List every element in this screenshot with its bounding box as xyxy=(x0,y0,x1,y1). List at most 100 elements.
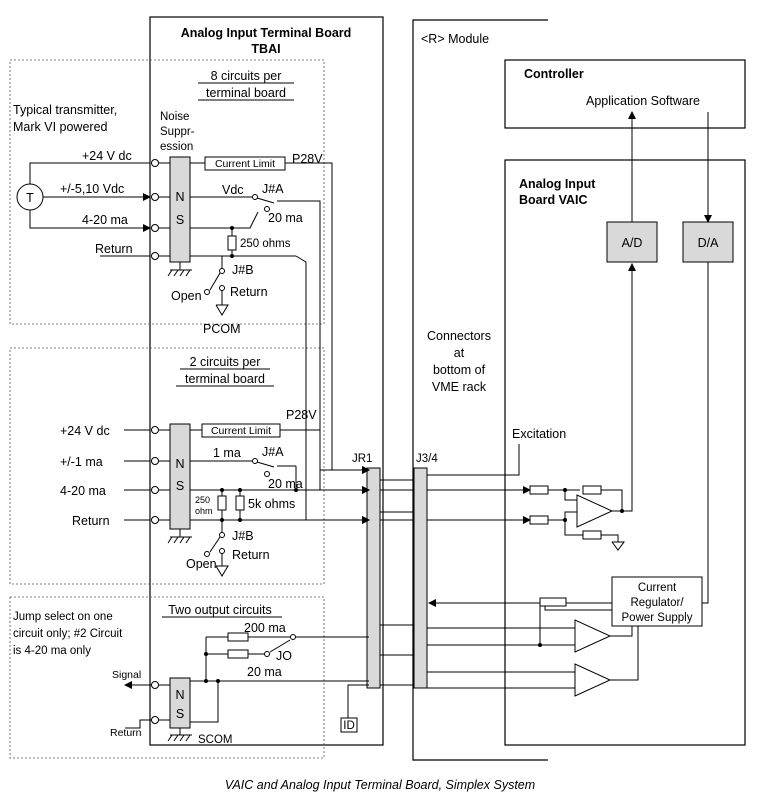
controller-title: Controller xyxy=(524,67,584,81)
s3-return: Return xyxy=(110,727,142,739)
s2-20ma: 20 ma xyxy=(268,477,303,491)
vaic-output-amplifier-2 xyxy=(574,663,612,697)
current-regulator-box xyxy=(611,576,703,627)
section3-note-2: circuit only; #2 Circuit xyxy=(13,628,123,640)
s1-terminal-3 xyxy=(151,224,159,232)
s1-terminal-2 xyxy=(151,193,159,201)
s2-5k-label: 5k ohms xyxy=(248,497,295,511)
s1-ns-s: S xyxy=(176,213,184,227)
id-chip xyxy=(340,717,358,733)
ad-label: A/D xyxy=(622,236,643,250)
s3-resistor-20ma xyxy=(227,649,249,659)
transmitter-t: T xyxy=(26,191,34,205)
module-label: <R> Module xyxy=(421,32,489,46)
id-label: ID xyxy=(343,720,355,732)
s1-vdc-label: Vdc xyxy=(222,183,244,197)
vaic-output-resistor xyxy=(539,597,567,607)
s1-pcom: PCOM xyxy=(203,322,241,336)
controller-box xyxy=(504,59,746,129)
jr1-connector xyxy=(366,467,381,689)
s1-terminal-4 xyxy=(151,252,159,260)
s1-resistor-250 xyxy=(227,235,237,251)
vaic-title: Analog Input xyxy=(519,177,596,191)
section3-box xyxy=(9,596,325,759)
vaic-input-resistor-1 xyxy=(529,485,549,495)
s2-250-label: 250 xyxy=(195,495,210,505)
s1-jumper-b: J#B xyxy=(232,263,254,277)
s1-input-return: Return xyxy=(95,242,133,256)
s1-jumper-a: J#A xyxy=(262,182,284,196)
transmitter-label-2: Mark VI powered xyxy=(13,120,108,134)
s2-resistor-250 xyxy=(217,495,227,511)
s3-200ma: 200 ma xyxy=(244,621,286,635)
s3-ns-s: S xyxy=(176,707,184,721)
transmitter-label-1: Typical transmitter, xyxy=(13,103,117,117)
section2-heading-2: terminal board xyxy=(185,372,265,386)
section1-heading-2: terminal board xyxy=(206,86,286,100)
noise-label-1: Noise xyxy=(160,111,189,123)
s1-20ma: 20 ma xyxy=(268,211,303,225)
s1-current-limit-label: Current Limit xyxy=(215,158,275,170)
noise-label-3: ession xyxy=(160,141,193,153)
s1-return-pos: Return xyxy=(230,285,268,299)
excitation-label: Excitation xyxy=(512,427,566,441)
figure-caption: VAIC and Analog Input Terminal Board, Si… xyxy=(225,778,535,792)
tbai-subtitle: TBAI xyxy=(251,42,280,56)
vaic-board-box xyxy=(504,159,746,746)
s2-noise-suppression-block xyxy=(169,423,191,530)
vaic-input-amplifier xyxy=(576,494,614,528)
s3-jo: JO xyxy=(276,649,292,663)
s3-scom: SCOM xyxy=(198,734,233,746)
section3-heading: Two output circuits xyxy=(168,603,272,617)
s1-input-24v: +24 V dc xyxy=(82,149,132,163)
section2-box xyxy=(9,347,325,585)
section3-note-3: is 4-20 ma only xyxy=(13,645,91,657)
s2-resistor-5k xyxy=(235,495,245,511)
s1-input-vdc: +/-5,10 Vdc xyxy=(60,182,124,196)
j34-connector xyxy=(413,467,428,689)
tbai-board-box xyxy=(149,16,384,746)
s2-input-return: Return xyxy=(72,514,110,528)
section1-heading-1: 8 circuits per xyxy=(211,69,282,83)
s2-1ma: 1 ma xyxy=(213,446,241,460)
tbai-title: Analog Input Terminal Board xyxy=(181,26,352,40)
connectors-label-4: VME rack xyxy=(432,380,487,394)
s2-current-limit-label: Current Limit xyxy=(211,425,271,437)
da-converter-box xyxy=(682,221,734,263)
s2-input-420: 4-20 ma xyxy=(60,484,106,498)
module-box xyxy=(412,19,548,761)
s1-noise-suppression-block xyxy=(169,156,191,263)
s3-ns-n: N xyxy=(175,688,184,702)
s2-ohm-label: ohm xyxy=(195,506,213,516)
connectors-label-3: bottom of xyxy=(433,363,486,377)
s2-open: Open xyxy=(186,557,217,571)
j34-label: J3/4 xyxy=(416,453,438,465)
section2-heading-1: 2 circuits per xyxy=(190,355,261,369)
s2-jumper-b: J#B xyxy=(232,529,254,543)
da-label: D/A xyxy=(698,236,720,250)
regulator-label-2: Regulator/ xyxy=(630,597,684,609)
ad-converter-box xyxy=(606,221,658,263)
vaic-output-amplifier-1 xyxy=(574,619,612,653)
s3-signal: Signal xyxy=(112,669,141,681)
s1-250ohms-label: 250 ohms xyxy=(240,238,291,250)
vaic-subtitle: Board VAIC xyxy=(519,193,588,207)
s1-p28v: P28V xyxy=(292,152,323,166)
section1-box xyxy=(9,59,325,325)
s1-open: Open xyxy=(171,289,202,303)
s1-ns-n: N xyxy=(175,190,184,204)
s2-ns-s: S xyxy=(176,479,184,493)
s2-p28v: P28V xyxy=(286,408,317,422)
s1-terminal-1 xyxy=(151,159,159,167)
regulator-label-1: Current xyxy=(638,582,677,594)
s2-input-1ma: +/-1 ma xyxy=(60,455,103,469)
s2-return-pos: Return xyxy=(232,548,270,562)
s3-resistor-200ma xyxy=(227,632,249,642)
s3-20ma: 20 ma xyxy=(247,665,282,679)
s2-jumper-a: J#A xyxy=(262,445,284,459)
s1-input-420: 4-20 ma xyxy=(82,213,128,227)
noise-label-2: Suppr- xyxy=(160,126,195,138)
section3-note-1: Jump select on one xyxy=(13,611,113,623)
s2-input-24v: +24 V dc xyxy=(60,424,110,438)
